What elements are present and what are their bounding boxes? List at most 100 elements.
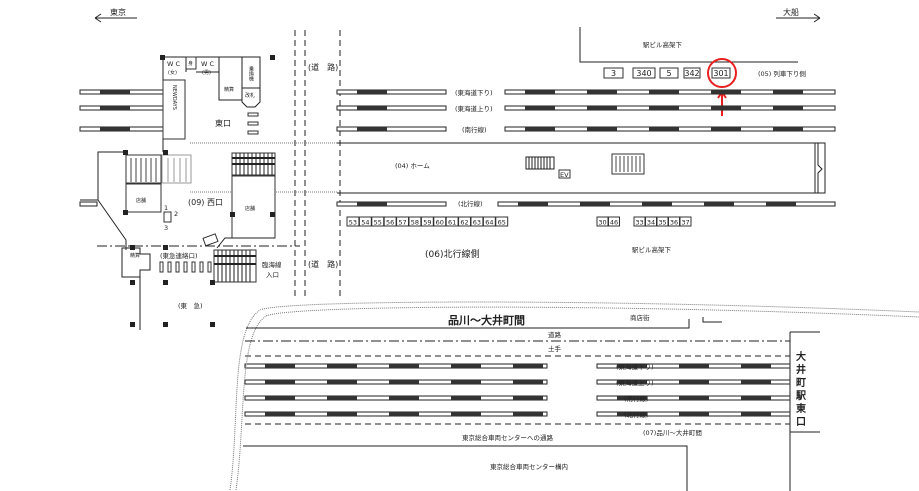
car-number-box [420, 216, 434, 227]
ticket-gate [183, 261, 188, 273]
car-number: 34 [647, 219, 655, 227]
track-tie [100, 106, 130, 110]
car-number: 54 [361, 219, 369, 227]
exit-number: 3 [164, 224, 168, 232]
track-tie [327, 412, 357, 416]
track-tie [766, 202, 796, 206]
car-number: 63 [473, 219, 481, 227]
section-box [246, 319, 690, 329]
track-tie [587, 127, 617, 131]
track-label: (東海道下り) [616, 362, 654, 371]
car-number-box [683, 67, 701, 79]
ticket-gate [199, 261, 204, 273]
car-number: 64 [485, 219, 493, 227]
pillar [270, 212, 275, 217]
track-label: (北行線) [458, 199, 483, 208]
rinkai-label-2: 入口 [266, 271, 279, 279]
center-inside-label: 東京総合車両センター構内 [490, 462, 568, 471]
car-number-box [458, 216, 472, 227]
road-bottom-label: (道 路) [308, 259, 338, 269]
track-rail [336, 201, 447, 207]
track-rail [336, 105, 447, 111]
track-tie [649, 90, 679, 94]
west-outline [97, 151, 127, 250]
car-number-box [346, 216, 360, 227]
car-number: 46 [610, 219, 618, 227]
car-number-box [408, 216, 422, 227]
track-tie [679, 380, 709, 384]
store-2-label: 店舗 [245, 205, 255, 212]
highlight-circle [707, 58, 737, 88]
exit-sign [163, 211, 172, 223]
pillar [123, 210, 128, 215]
track-tie [711, 90, 741, 94]
exit-number: 1 [164, 204, 168, 212]
arrow-left-icon [94, 13, 137, 23]
car-number-box [632, 67, 656, 79]
exit-number: 2 [174, 210, 178, 218]
track-tie [357, 202, 387, 206]
section-title: 品川～大井町間 [448, 313, 525, 327]
embankment-line [245, 355, 790, 425]
car-number: 35 [658, 219, 666, 227]
boundary-curve [229, 301, 919, 491]
toilet-walls [185, 57, 243, 101]
pillar [163, 150, 168, 155]
track-tie [679, 364, 709, 368]
track-tie [711, 106, 741, 110]
path-to-center-label: 東京総合車両センターへの通路 [462, 433, 554, 442]
wc-men: W C [201, 60, 214, 68]
track-tie [513, 364, 543, 368]
tracks [79, 89, 836, 417]
car-number-box [659, 67, 679, 79]
car-number: 65 [498, 219, 506, 227]
station-building: W C (女) 身 W C (男) NEWDAYS 精算 乗換機 改札 東口 店… [80, 55, 300, 330]
ticket-gate-label: 改札 [245, 92, 255, 99]
track-label: (東海道上り) [455, 104, 493, 113]
pillar [130, 245, 135, 250]
east-exit-label: 東口 [215, 118, 231, 128]
tokyu-gates [159, 261, 212, 273]
track-tie [389, 380, 419, 384]
ekibiru-top-label: 駅ビル高架下 [643, 40, 683, 49]
platform-dotted-edge [190, 142, 337, 193]
track-tie [327, 396, 357, 400]
accessible-label: 身 [188, 60, 193, 67]
car-number-box [383, 216, 397, 227]
newdays-shop [162, 79, 186, 140]
track-rail [336, 89, 447, 95]
track-tie [773, 90, 803, 94]
store-east [231, 175, 276, 239]
track-tie [617, 380, 647, 384]
car-number: 57 [398, 219, 406, 227]
track-tie [265, 380, 295, 384]
track-label: (東海道上り) [616, 378, 654, 387]
track-tie [389, 396, 419, 400]
track-tie [513, 396, 543, 400]
car-number-box [358, 216, 372, 227]
stairs-west-2 [161, 154, 192, 184]
section-code-label: (07)品川～大井町間 [643, 428, 702, 437]
platform-end [815, 142, 826, 194]
track-tie [773, 106, 803, 110]
car-number-box [396, 216, 410, 227]
car-number-box [470, 216, 484, 227]
direction-tokyo-label: 東京 [110, 7, 126, 17]
west-exit-label: (09) 西口 [188, 198, 223, 207]
track-tie [525, 127, 555, 131]
track-tie [679, 396, 709, 400]
ticket-gate [175, 261, 180, 273]
oimachi-exit-outline [789, 331, 820, 491]
store-outline [216, 237, 275, 249]
car-number-box [711, 67, 731, 79]
car-side-down-label: (05) 列車下り側 [758, 69, 806, 78]
sign-icon [202, 233, 219, 247]
tokyu-gate-label: (東急連絡口) [160, 251, 198, 260]
oimachi-char: 駅 [795, 390, 807, 402]
track-tie [451, 396, 481, 400]
pillar [270, 55, 275, 60]
car-number: 342 [684, 69, 699, 78]
pillar [210, 280, 215, 285]
embankment-label: 土手 [548, 344, 562, 353]
